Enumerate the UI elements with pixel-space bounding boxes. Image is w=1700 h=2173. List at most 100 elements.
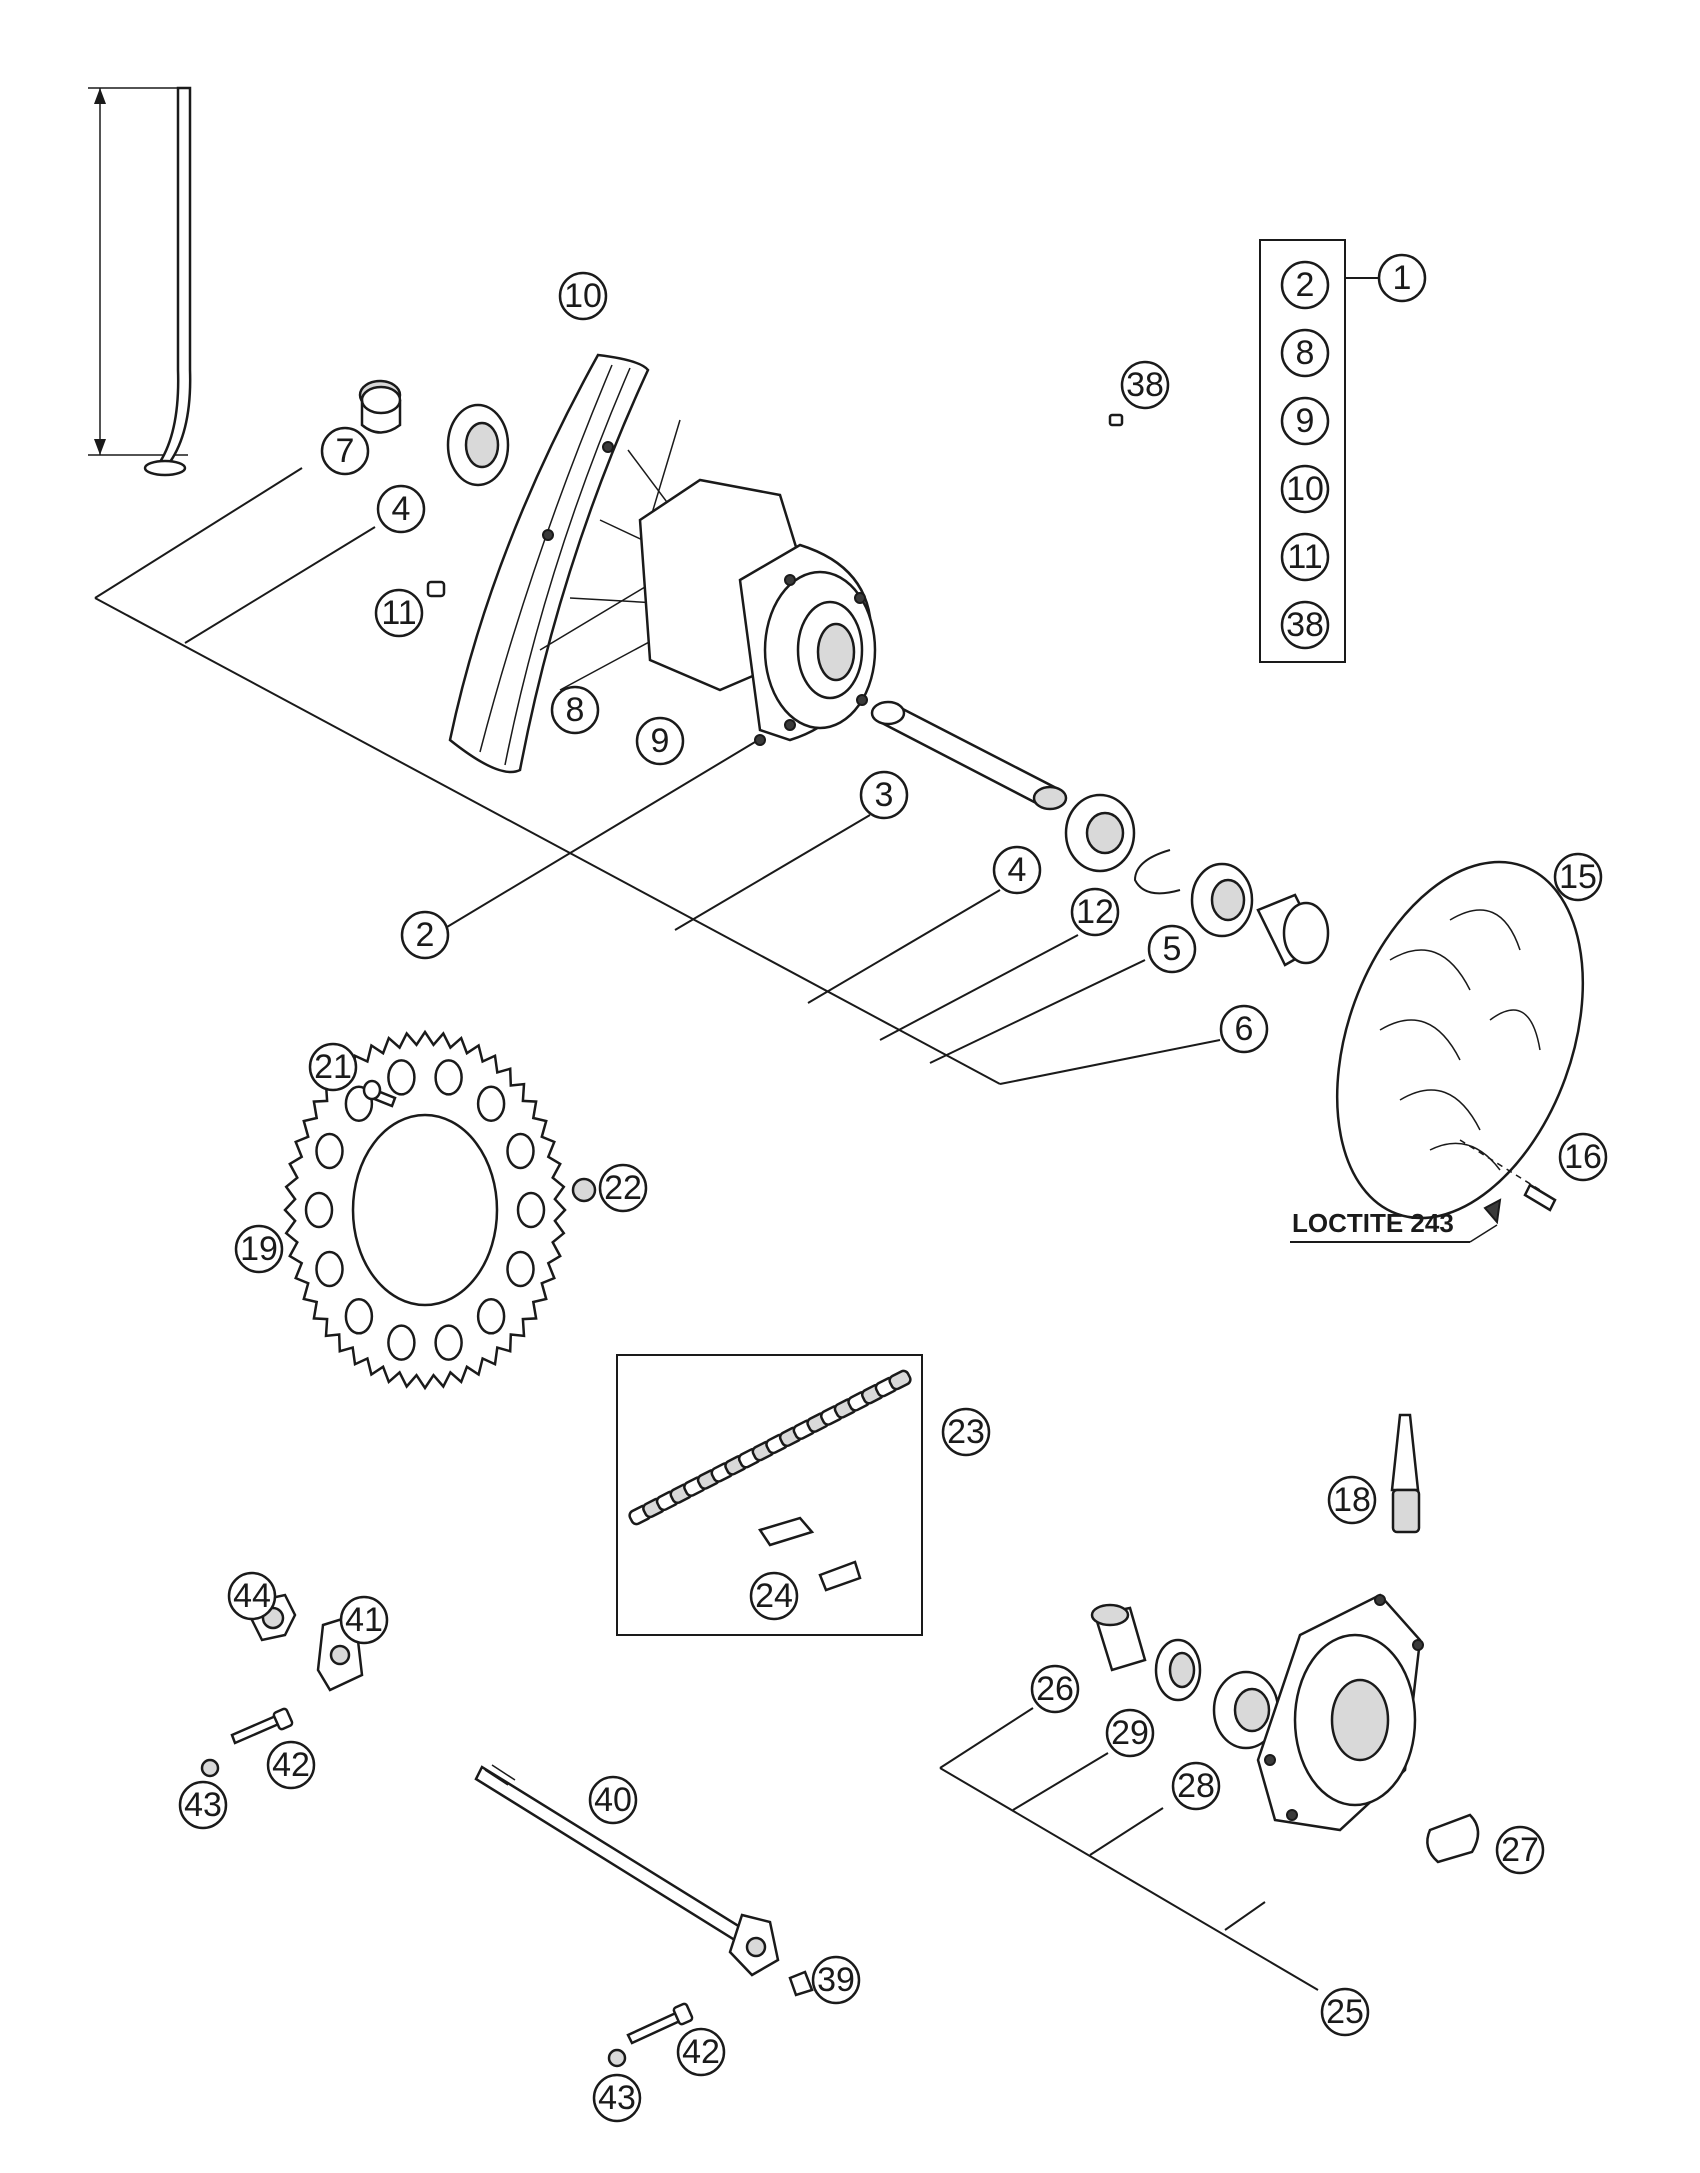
svg-text:8: 8 <box>566 691 585 729</box>
svg-text:9: 9 <box>1296 402 1315 440</box>
callout-2: 2 <box>400 910 450 960</box>
callout-7: 7 <box>320 426 370 476</box>
callout-12: 12 <box>1070 887 1120 937</box>
callout-15: 15 <box>1553 852 1603 902</box>
svg-text:28: 28 <box>1177 1767 1215 1805</box>
callout-19: 19 <box>234 1224 284 1274</box>
svg-text:40: 40 <box>594 1781 632 1819</box>
callout-26: 26 <box>1030 1664 1080 1714</box>
callout-42-bottom: 42 <box>676 2027 726 2077</box>
kit-item-10: 10 <box>1280 464 1330 514</box>
svg-text:43: 43 <box>598 2079 636 2117</box>
svg-text:38: 38 <box>1126 366 1164 404</box>
rear-hub <box>638 478 877 746</box>
svg-text:11: 11 <box>1287 538 1322 576</box>
sprocket-19 <box>283 1029 567 1391</box>
kit-item-2: 2 <box>1280 260 1330 310</box>
callout-9: 9 <box>635 716 685 766</box>
callout-10: 10 <box>558 271 608 321</box>
spacer-tube-3 <box>870 700 1068 811</box>
svg-text:5: 5 <box>1163 930 1182 968</box>
spoke-dimension <box>88 86 192 477</box>
spacer-26 <box>1090 1603 1147 1672</box>
callout-38: 38 <box>1120 360 1170 410</box>
svg-text:22: 22 <box>604 1169 642 1207</box>
chain-kit <box>616 1354 923 1636</box>
nipple-11 <box>426 580 446 598</box>
callout-labels: 1 10 38 7 4 11 8 9 3 15 4 2 12 5 6 21 22… <box>178 253 1608 2123</box>
callout-39: 39 <box>811 1955 861 2005</box>
callout-29: 29 <box>1105 1708 1155 1758</box>
callout-40: 40 <box>588 1775 638 1825</box>
svg-text:27: 27 <box>1501 1831 1539 1869</box>
svg-text:6: 6 <box>1235 1010 1254 1048</box>
svg-text:15: 15 <box>1559 858 1597 896</box>
callout-41: 41 <box>339 1595 389 1645</box>
callout-24: 24 <box>749 1571 799 1621</box>
callout-5: 5 <box>1147 924 1197 974</box>
grease-tube-18 <box>1390 1413 1421 1534</box>
svg-text:3: 3 <box>875 776 894 814</box>
brake-disc-15 <box>1335 860 1585 1220</box>
svg-text:7: 7 <box>336 432 355 470</box>
svg-text:42: 42 <box>272 1746 310 1784</box>
callout-8: 8 <box>550 685 600 735</box>
svg-text:10: 10 <box>1286 470 1324 508</box>
svg-text:11: 11 <box>381 594 416 632</box>
callout-25: 25 <box>1320 1987 1370 2037</box>
svg-text:41: 41 <box>345 1601 383 1639</box>
loctite-note: LOCTITE 243 <box>1290 1208 1470 1243</box>
damper-27 <box>1426 1813 1480 1864</box>
callout-11: 11 <box>374 588 424 638</box>
kit-list-box: 2 8 9 10 11 38 <box>1259 239 1378 663</box>
kit-item-8: 8 <box>1280 328 1330 378</box>
callout-4: 4 <box>992 845 1042 895</box>
disc-bolt-16 <box>1469 1183 1557 1243</box>
svg-text:12: 12 <box>1076 893 1114 931</box>
seal-5 <box>1190 862 1254 938</box>
callout-4-top: 4 <box>376 484 426 534</box>
svg-text:24: 24 <box>755 1577 793 1615</box>
sprocket-carrier-25 <box>1256 1593 1424 1832</box>
callout-6: 6 <box>1219 1004 1269 1054</box>
svg-text:23: 23 <box>947 1413 985 1451</box>
nut-43-bottom <box>607 2048 627 2068</box>
callout-42-top: 42 <box>266 1740 316 1790</box>
circlip-12 <box>1133 849 1181 895</box>
svg-text:42: 42 <box>682 2033 720 2071</box>
axle-40 <box>474 1764 780 1977</box>
callout-3: 3 <box>859 770 909 820</box>
svg-text:9: 9 <box>651 722 670 760</box>
bearing-4 <box>1064 793 1136 873</box>
svg-text:25: 25 <box>1326 1993 1364 2031</box>
bearing-4-top <box>446 403 510 487</box>
svg-text:4: 4 <box>1008 851 1027 889</box>
sprocket-nut-22 <box>571 1177 597 1203</box>
sprocket-bolt-21 <box>362 1079 397 1108</box>
callout-16: 16 <box>1558 1132 1608 1182</box>
cap-38 <box>1108 413 1124 427</box>
svg-text:44: 44 <box>233 1577 271 1615</box>
kit-item-9: 9 <box>1280 396 1330 446</box>
svg-text:38: 38 <box>1286 606 1324 644</box>
spacer-6 <box>1256 893 1330 967</box>
svg-text:10: 10 <box>564 277 602 315</box>
bearing-28 <box>1212 1670 1280 1750</box>
svg-text:2: 2 <box>1296 266 1315 304</box>
spacer-7 <box>358 379 402 434</box>
nut-43-top <box>200 1758 220 1778</box>
svg-text:16: 16 <box>1564 1138 1602 1176</box>
bolt-42-bottom <box>626 2002 694 2045</box>
svg-text:21: 21 <box>314 1048 352 1086</box>
callout-43-top: 43 <box>178 1780 228 1830</box>
svg-text:4: 4 <box>392 490 411 528</box>
callout-27: 27 <box>1495 1825 1545 1875</box>
seal-29 <box>1154 1638 1202 1702</box>
svg-text:26: 26 <box>1036 1670 1074 1708</box>
svg-text:2: 2 <box>416 916 435 954</box>
callout-28: 28 <box>1171 1761 1221 1811</box>
plug-39 <box>788 1970 814 1997</box>
callout-23: 23 <box>941 1407 991 1457</box>
bolt-42-top <box>230 1707 294 1745</box>
